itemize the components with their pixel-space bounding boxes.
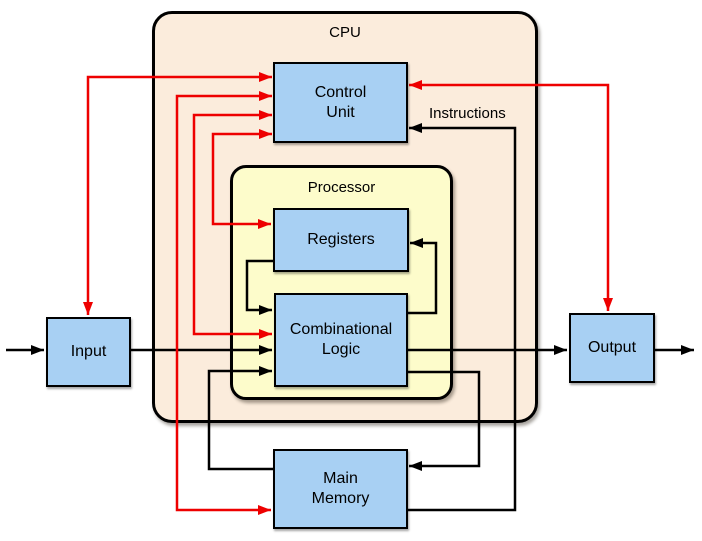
edge-combinational_logic-main_memory xyxy=(408,370,481,471)
registers-label: Registers xyxy=(307,231,375,248)
node-control-unit: Control Unit xyxy=(273,62,408,143)
node-combinational-logic: Combinational Logic xyxy=(274,293,408,387)
combinational-logic-label-line1: Combinational xyxy=(289,321,393,338)
output-label: Output xyxy=(587,339,637,356)
cpu-label: CPU xyxy=(329,24,361,41)
input-label: Input xyxy=(70,343,107,360)
edge-registers-combinational_logic xyxy=(245,259,273,315)
edge-control_unit-input xyxy=(83,72,272,315)
node-registers: Registers xyxy=(273,208,409,272)
node-main-memory: Main Memory xyxy=(273,449,408,529)
edge-control_unit-main_memory xyxy=(175,91,272,515)
edge-control_unit-registers xyxy=(211,129,272,229)
edge-combinational_logic-registers xyxy=(408,238,438,315)
node-output: Output xyxy=(569,313,655,383)
control-unit-label-line2: Unit xyxy=(326,103,355,121)
combinational-logic-label-line2: Logic xyxy=(321,341,361,358)
control-unit-label-line1: Control xyxy=(314,83,367,101)
edge-control_unit-output xyxy=(409,80,613,311)
main-memory-label-line2: Memory xyxy=(311,490,370,507)
main-memory-label-line1: Main xyxy=(323,470,358,487)
instructions-label: Instructions xyxy=(429,105,506,122)
edge-main_memory-combinational_logic xyxy=(207,366,273,471)
node-input: Input xyxy=(46,317,131,387)
edge-control_unit-combinational_logic xyxy=(192,110,272,339)
processor-label: Processor xyxy=(307,179,376,196)
